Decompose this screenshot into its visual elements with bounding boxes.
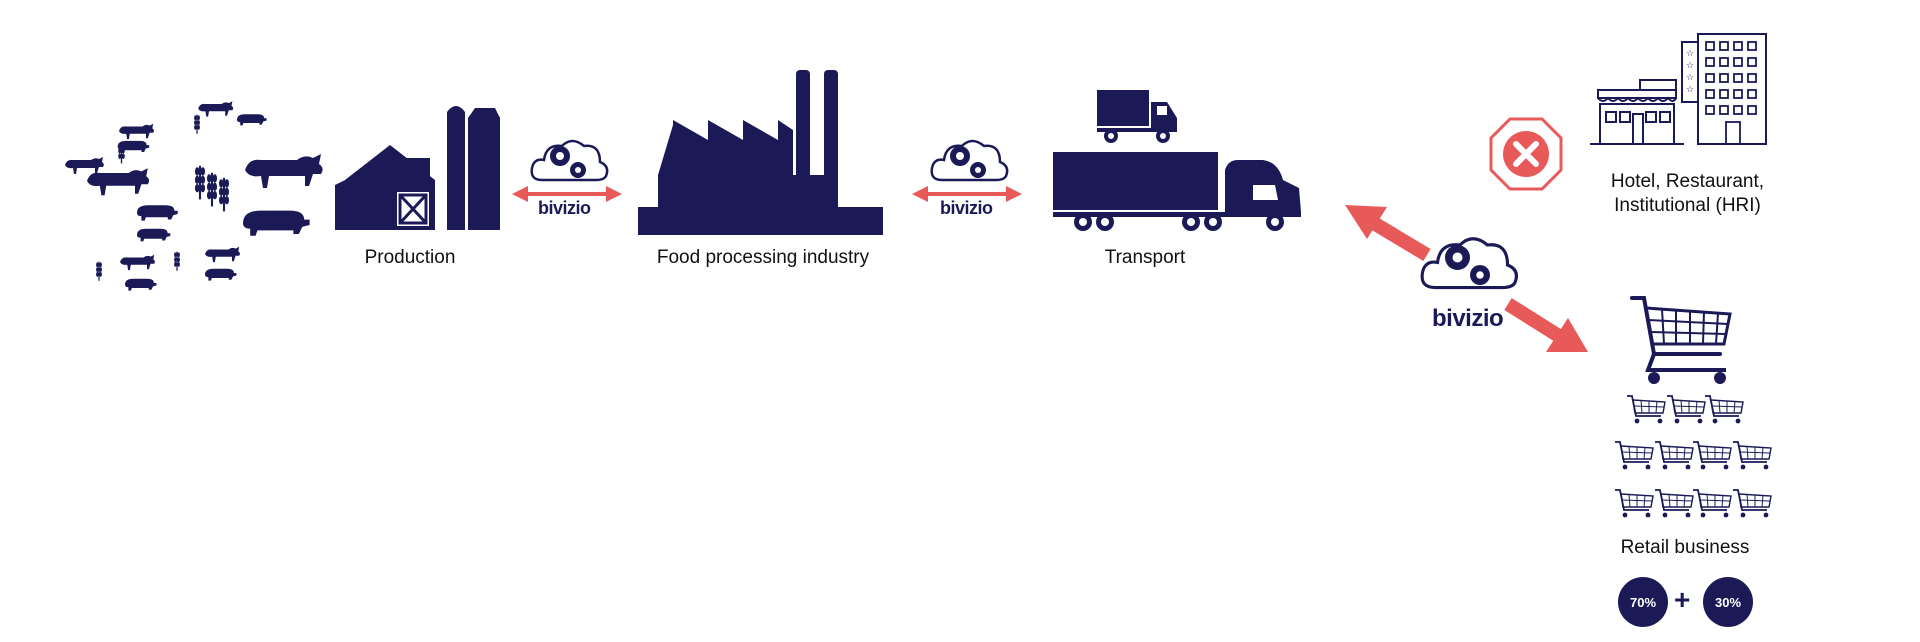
stage-label-transport: Transport <box>1104 247 1186 268</box>
svg-text:☆: ☆ <box>1686 72 1694 82</box>
barn-silo-icon <box>335 106 500 230</box>
stage-label-retail: Retail business <box>1620 537 1750 558</box>
small-truck-icon <box>1097 90 1177 143</box>
bivizio-cloud-gears-icon <box>530 139 609 182</box>
bidirectional-arrow-icon <box>512 186 622 202</box>
plus-icon: + <box>1674 584 1691 615</box>
shopping-cart-large-icon <box>1630 296 1732 384</box>
bivizio-cloud-gears-icon <box>930 139 1009 182</box>
arrow-to-retail-icon <box>1504 298 1588 352</box>
bivizio-logo-text: bivizio <box>538 198 591 218</box>
bidirectional-arrow-icon <box>912 186 1022 202</box>
stage-label-production: Production <box>364 247 456 268</box>
livestock-cluster-icon <box>65 101 323 291</box>
retail-share-70-badge: 70% <box>1618 577 1668 627</box>
svg-text:☆: ☆ <box>1686 60 1694 70</box>
bivizio-logo-text: bivizio <box>1432 305 1504 332</box>
bivizio-logo-text: bivizio <box>940 198 993 218</box>
stage-label-hri: Hotel, Restaurant, Institutional (HRI) <box>1610 171 1765 216</box>
stage-label-processing: Food processing industry <box>656 247 870 268</box>
svg-text:☆: ☆ <box>1686 48 1694 58</box>
shopping-cart-grid-icon <box>1614 395 1772 519</box>
hotel-restaurant-icon: ☆ ☆ ☆ ☆ <box>1590 33 1767 145</box>
factory-icon <box>638 70 883 235</box>
x-mark-icon <box>1489 117 1563 191</box>
svg-text:☆: ☆ <box>1686 84 1694 94</box>
retail-share-30-badge: 30% <box>1703 577 1753 627</box>
bivizio-cloud-gears-icon <box>1420 237 1518 290</box>
arrow-to-hri-icon <box>1345 205 1431 262</box>
truck-icon <box>1053 152 1301 231</box>
